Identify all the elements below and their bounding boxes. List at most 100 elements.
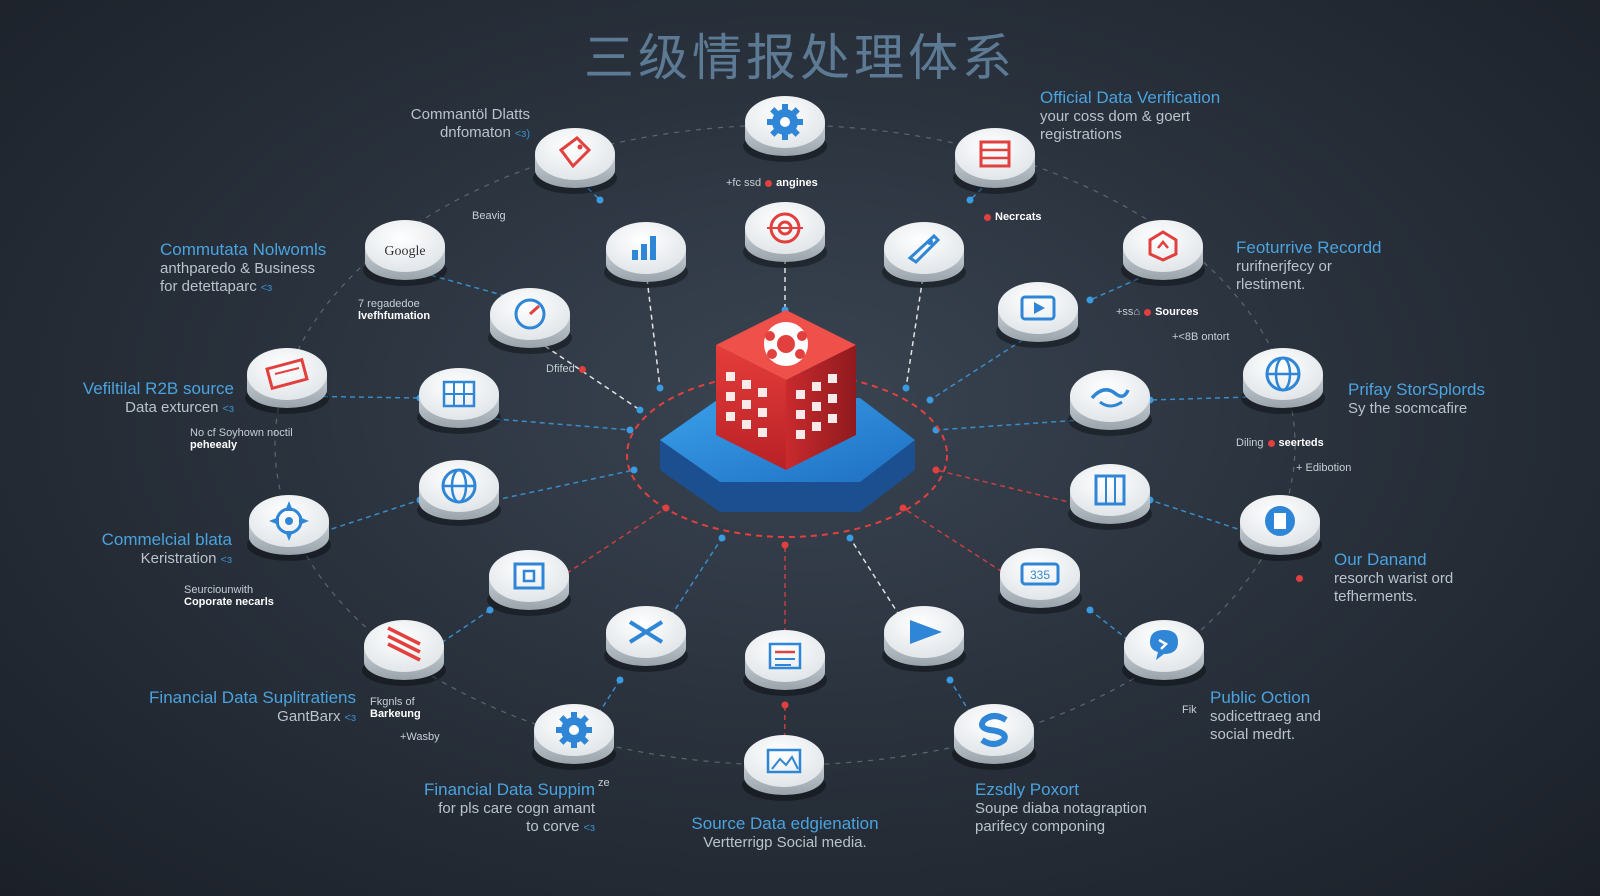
pens-icon	[387, 626, 421, 662]
small-label-sources: +ss⌂Sources	[1116, 306, 1199, 318]
central-cube-hub	[626, 310, 948, 538]
small-label-beavig: Beavig	[472, 210, 506, 222]
node-gear-bottom	[532, 704, 616, 770]
handshake-icon	[1090, 388, 1130, 408]
google-logo: Google	[384, 244, 425, 259]
cube-icon	[1148, 230, 1178, 262]
label-line: rlestiment.	[1236, 276, 1306, 293]
document-icon	[768, 642, 802, 670]
connector-line	[574, 175, 601, 201]
connector-line	[929, 329, 1039, 401]
chat-icon	[1150, 630, 1178, 660]
node-globe2	[417, 460, 501, 526]
video-icon	[1020, 295, 1056, 321]
small-label-dfifed: Dfifed	[546, 363, 590, 375]
node-rocket	[882, 222, 966, 288]
small-label-vwaby: +Wasby	[400, 731, 440, 743]
node-handshake	[1068, 370, 1152, 436]
connector-dot	[902, 384, 910, 392]
label-heading: Official Data Verification	[1040, 88, 1221, 107]
connector-dot	[899, 504, 907, 512]
node-photo	[742, 735, 826, 801]
label-line: Vertterrigp Social media.	[703, 834, 867, 851]
label-line: anthparedo & Business	[160, 260, 316, 277]
connector-line	[529, 335, 641, 411]
s-logo-icon	[979, 713, 1008, 747]
node-counter: 335	[998, 548, 1082, 614]
label-line: Keristration<ɜ	[140, 550, 232, 567]
connector-dot	[630, 466, 638, 474]
label-line: resorch warist ord	[1334, 570, 1454, 587]
connector-dot	[966, 196, 974, 204]
connector-dot	[616, 676, 624, 684]
label-line: parifecy componing	[975, 818, 1106, 835]
label-heading: Feoturrive Recordd	[1236, 238, 1382, 257]
node-s	[952, 704, 1036, 770]
label-line: social medrt.	[1210, 726, 1296, 743]
label-line: Soupe diaba notagraption	[975, 800, 1147, 817]
connector-line	[905, 269, 925, 389]
label-suffix: <ɜ	[344, 712, 356, 724]
small-label-necreats: Necrcats	[980, 211, 1041, 223]
cube-hub-icon	[764, 322, 808, 366]
label-heading: Vefiltilal R2B source	[82, 379, 234, 398]
target-icon	[767, 212, 803, 244]
keyboard-icon	[265, 357, 309, 391]
label-heading: Our Danand	[1334, 550, 1427, 569]
globe-icon	[1265, 356, 1301, 392]
label-line: Sy the socmcafire	[1348, 400, 1468, 417]
label-heading: Prifay StorSplords	[1348, 380, 1485, 399]
connector-dot	[626, 426, 634, 434]
small-label-onfort: +<8B ontort	[1172, 331, 1230, 343]
counter-icon: 335	[1020, 562, 1060, 586]
label-line: your coss dom & goert	[1040, 108, 1191, 125]
crossed-tools-icon	[628, 620, 664, 644]
marker-dot	[578, 365, 586, 373]
node-barchart	[604, 222, 688, 288]
label-heading: Source Data edgienation	[691, 814, 879, 833]
connector-dot	[946, 676, 954, 684]
connector-dot	[656, 384, 664, 392]
node-pressure	[487, 550, 571, 616]
connector-line	[969, 175, 996, 201]
node-gear-top	[743, 96, 827, 162]
label-line: Data exturcen<ɜ	[125, 399, 234, 416]
label-line: GantBarx<ɜ	[277, 708, 356, 725]
label-suffix: <ɜ	[260, 282, 273, 294]
gauge-icon	[514, 298, 546, 330]
label-heading: Public Oction	[1210, 688, 1311, 707]
brain-icon	[513, 562, 545, 590]
label-line: to corve<ɜ	[526, 818, 595, 835]
small-label-fik: Fik	[1182, 704, 1197, 716]
rocket-icon	[907, 233, 941, 264]
node-cross	[604, 606, 688, 672]
node-chat	[1122, 620, 1206, 686]
small-label-distribution: + Edibotion	[1296, 462, 1352, 474]
node-globe	[1241, 348, 1325, 414]
gear-icon	[556, 712, 592, 748]
label-heading: Financial Data Suppim	[423, 780, 595, 799]
label-suffix: <ɜ	[220, 554, 232, 566]
connector-dot	[596, 196, 604, 204]
label-line: rurifnerjfecy or	[1236, 258, 1332, 275]
connector-dot	[1086, 606, 1094, 614]
label-suffix: <ɜ	[222, 403, 234, 415]
connector-dot	[932, 466, 940, 474]
chip-icon	[1265, 506, 1295, 536]
connector-line	[645, 269, 661, 389]
archive-icon	[979, 140, 1011, 168]
node-chip	[1238, 495, 1322, 561]
